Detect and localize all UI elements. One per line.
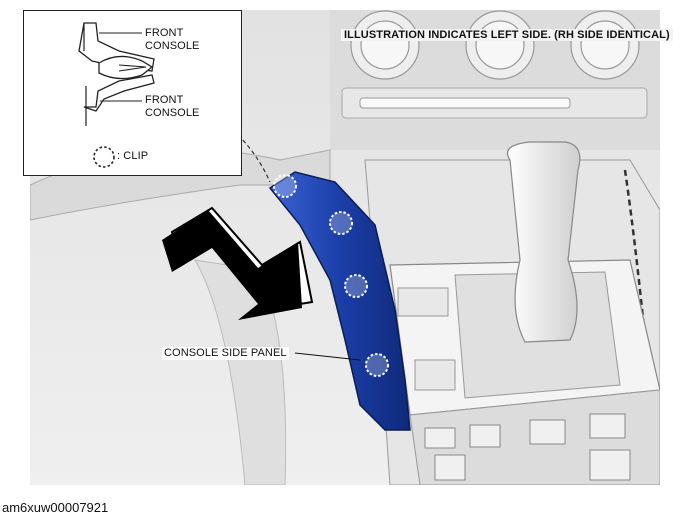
illustration-note-text: ILLUSTRATION INDICATES LEFT SIDE. (RH SI… — [341, 29, 673, 41]
shift-knob — [506, 141, 581, 343]
side-panel-leader — [294, 352, 361, 361]
vent-dials — [350, 10, 640, 80]
illustration — [30, 10, 660, 485]
console-side-panel — [268, 171, 411, 431]
console-side-panel-label: CONSOLE SIDE PANEL — [162, 347, 289, 360]
inset-label-top-line2: CONSOLE — [145, 40, 200, 52]
inset-label-top: FRONT CONSOLE — [145, 27, 200, 53]
figure-id-caption: am6xuw00007921 — [2, 500, 109, 515]
console-button — [414, 359, 456, 391]
left-trim — [194, 259, 287, 485]
removal-arrow-icon — [162, 206, 314, 320]
inset-label-bottom: FRONT CONSOLE — [145, 94, 200, 120]
clip-leader — [237, 134, 271, 183]
clip-detail-drawing — [78, 22, 155, 168]
clip-legend-label: : CLIP — [117, 150, 149, 162]
console-switch-panel — [397, 287, 449, 317]
cd-slot — [359, 97, 571, 109]
clip-markers — [273, 174, 389, 377]
inset-label-top-line1: FRONT — [145, 27, 184, 39]
console-tabs — [424, 413, 631, 481]
inset-label-bottom-line1: FRONT — [145, 94, 184, 106]
inset-label-bottom-line2: CONSOLE — [145, 107, 200, 119]
clip-legend-icon — [93, 146, 115, 168]
illustration-note: ILLUSTRATION INDICATES LEFT SIDE. (RH SI… — [341, 29, 673, 42]
clip-detail-inset: FRONT CONSOLE FRONT CONSOLE : CLIP — [23, 10, 242, 176]
console-drawing — [30, 10, 660, 485]
